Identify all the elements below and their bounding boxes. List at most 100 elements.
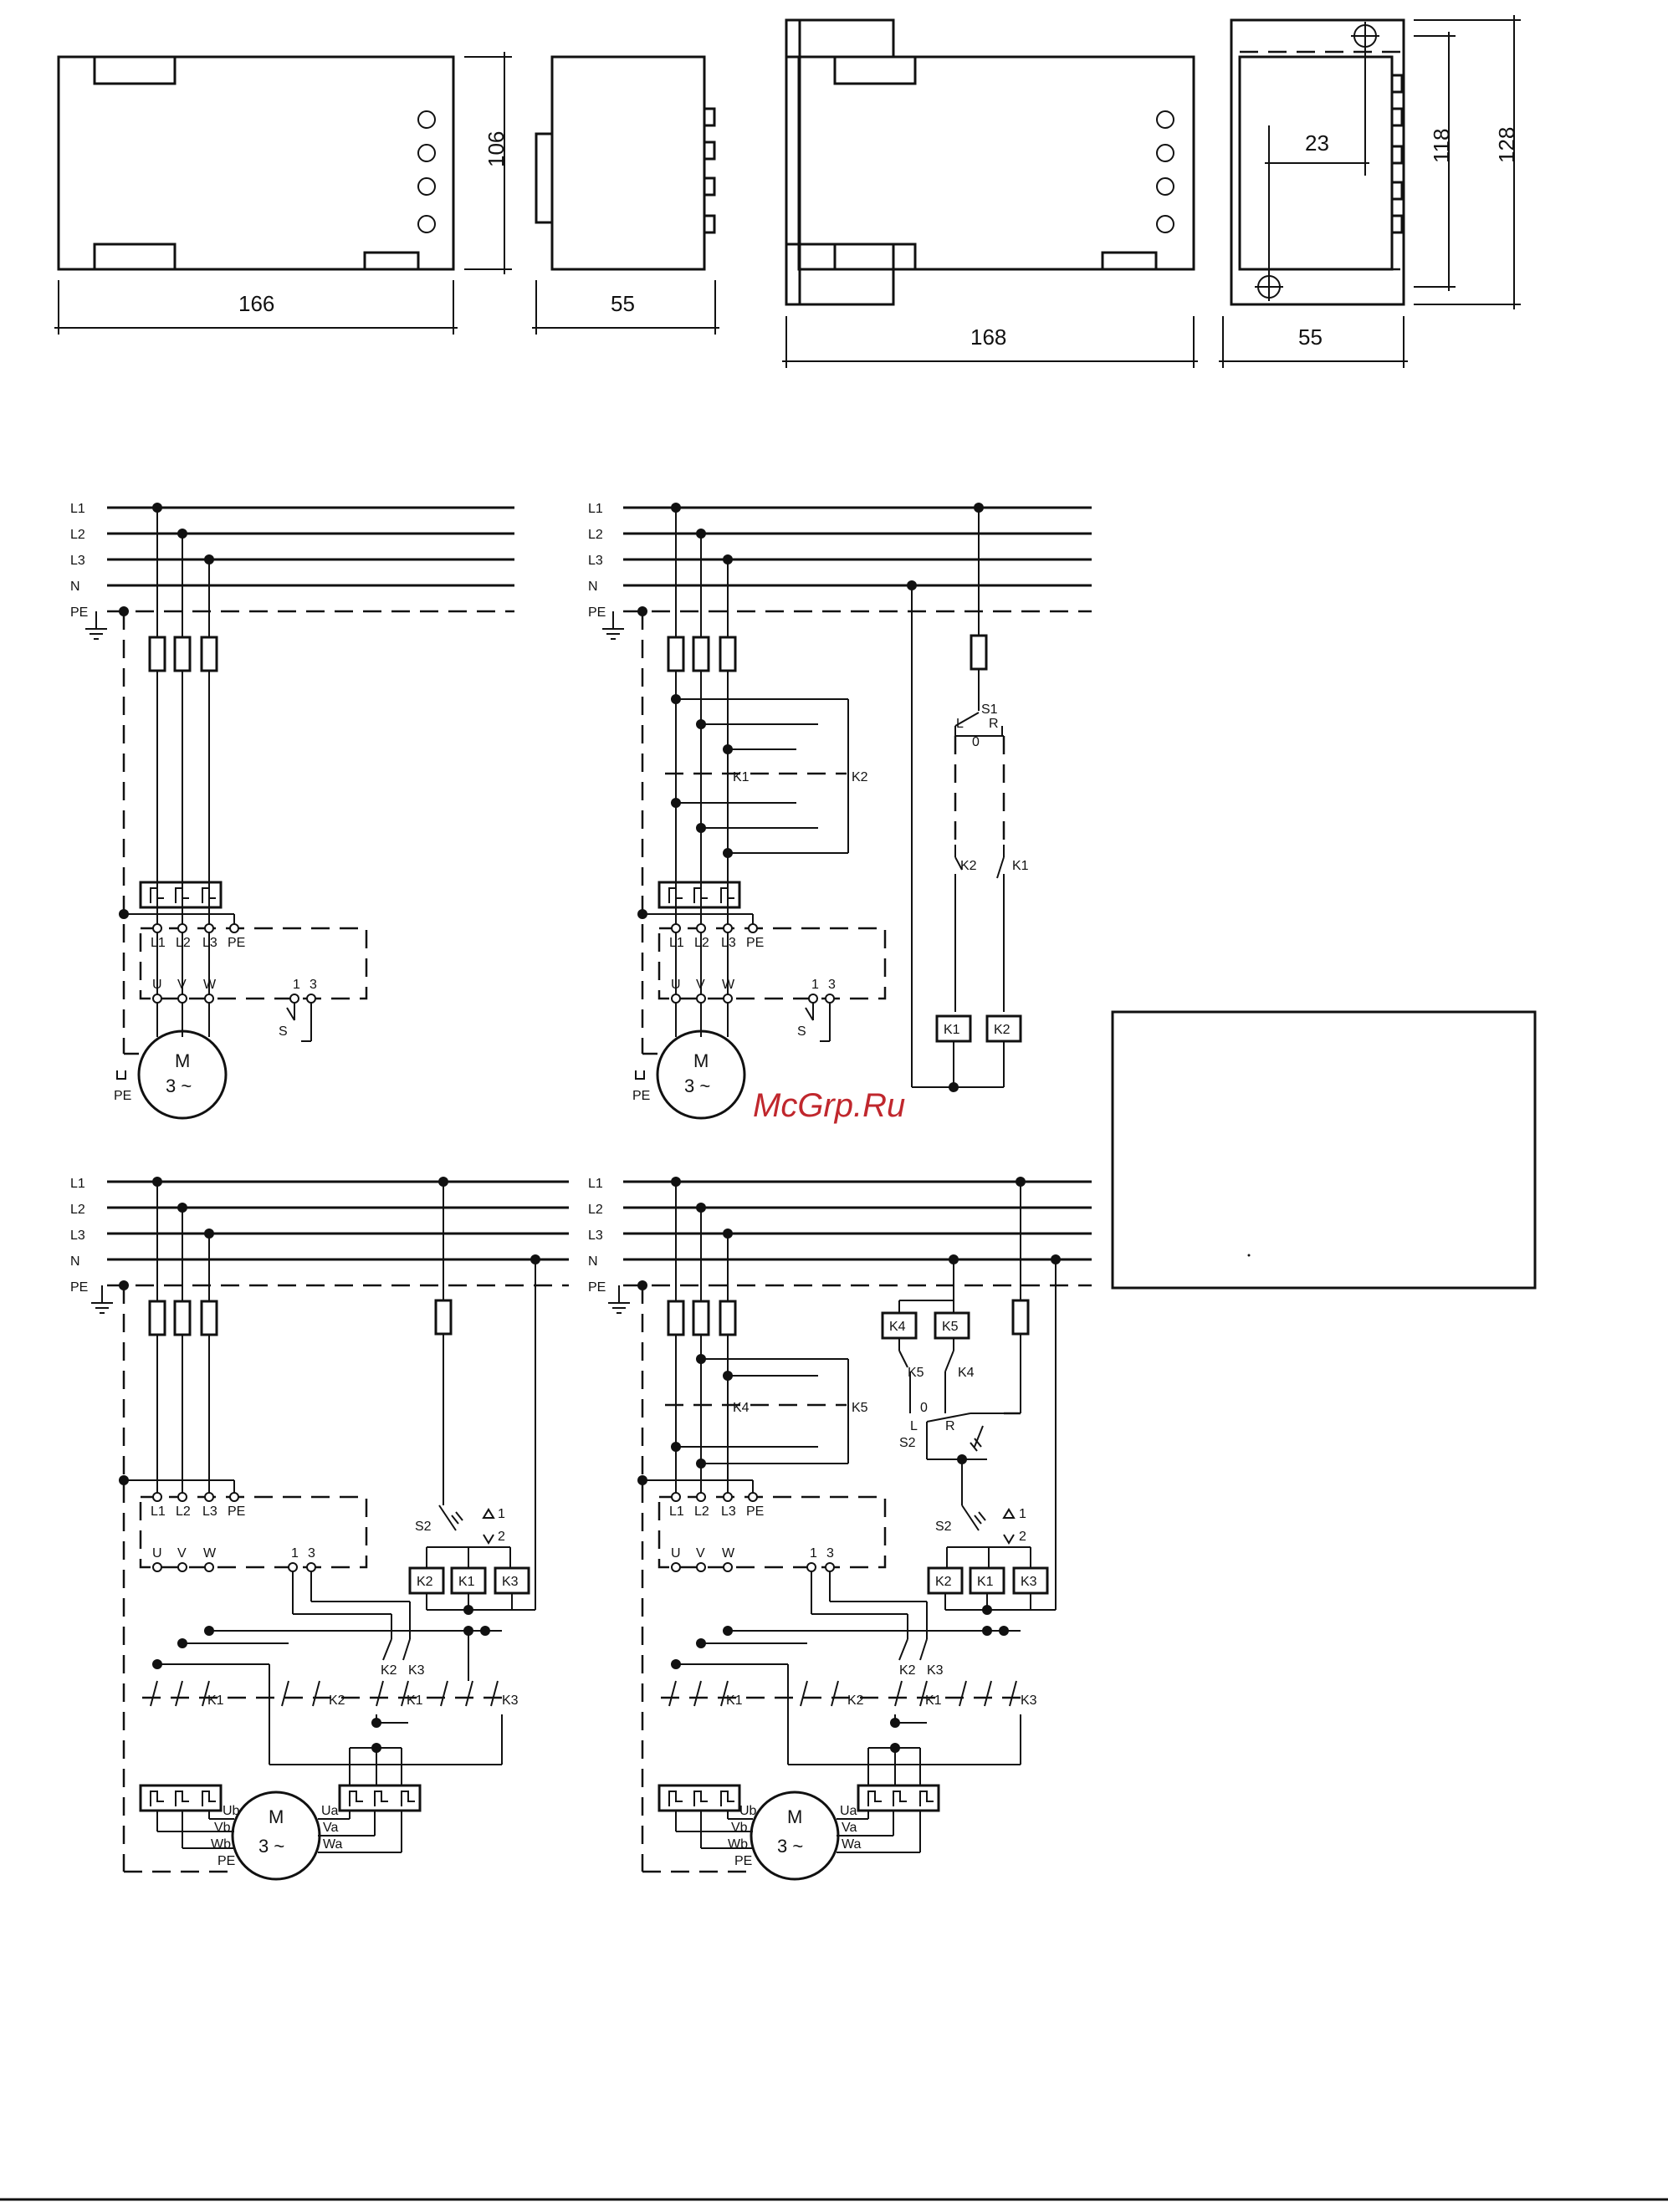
terminal-w: W [722,978,735,992]
terminal-u: U [671,978,681,992]
k3-power-label: K3 [1021,1693,1037,1708]
terminal-3: 3 [310,978,317,992]
coil-k2-label: K2 [994,1023,1011,1037]
bus-label-l2: L2 [588,528,603,542]
terminal-l3: L3 [721,1504,736,1519]
k3-interlock-label: K3 [927,1663,944,1678]
outer-height-dim: 128 [1494,127,1519,163]
coil-k1-label: K1 [944,1023,960,1037]
bus-label-l2: L2 [588,1203,603,1217]
bus-label-l3: L3 [70,1229,85,1243]
terminal-ub: Ub [739,1804,757,1818]
bus-labels-3: L1 L2 L3 N PE [70,1177,88,1295]
terminal-u: U [152,1546,162,1561]
k1-power-label: K1 [207,1693,224,1708]
coil-k5 [934,1311,970,1340]
terminal-ub: Ub [223,1804,240,1818]
k4-interlock-label: K4 [958,1366,975,1380]
front2-width-dim: 168 [970,324,1006,350]
bus-labels-4: L1 L2 L3 N PE [588,1177,606,1295]
terminal-l3: L3 [721,936,736,950]
bus-label-l2: L2 [70,528,85,542]
terminal-1: 1 [291,1546,299,1561]
bus-label-l1: L1 [588,502,603,516]
terminal-pe: PE [228,1504,245,1519]
diagram-direct-start: L1 L2 L3 N PE [70,502,514,1120]
terminal-w: W [203,1546,217,1561]
bus-label-pe: PE [588,605,606,620]
side-width-dim: 55 [611,291,635,316]
k5-interlock-label: K5 [908,1366,924,1380]
terminal-vb: Vb [731,1821,748,1835]
k1-aux-label: K1 [407,1693,423,1708]
k2-interlock-label: K2 [899,1663,916,1678]
terminal-wa: Wa [842,1837,862,1852]
terminal-1: 1 [810,1546,817,1561]
bus-label-l1: L1 [70,502,85,516]
motor-phases: 3 ~ [166,1075,192,1096]
front-view-rail: 168 [782,18,1198,368]
coil-k5-label: K5 [942,1320,959,1334]
terminal-vb: Vb [214,1821,231,1835]
bus-label-pe: PE [588,1280,606,1295]
coil-k1-label: K1 [458,1575,475,1589]
motor-phases: 3 ~ [777,1836,803,1857]
side2-width-dim: 55 [1298,324,1323,350]
terminal-1: 1 [811,978,819,992]
bus-label-l1: L1 [588,1177,603,1191]
motor-label: M [787,1806,802,1827]
k1-power-label: K1 [726,1693,743,1708]
s2-zero-label: 0 [920,1401,928,1415]
k2-interlock-label: K2 [381,1663,397,1678]
bus-labels: L1 L2 L3 N PE [70,502,88,620]
terminal-l1: L1 [669,1504,684,1519]
bus-label-n: N [70,580,80,594]
k1-interlock-label: K1 [1012,859,1029,873]
s1-right-label: R [989,717,999,731]
s2-label-b: S2 [935,1520,952,1534]
motor-label: M [175,1050,190,1071]
terminal-wa: Wa [323,1837,343,1852]
k2-power-label: K2 [852,770,868,784]
empty-frame [1111,1010,1537,1290]
terminal-u: U [671,1546,681,1561]
terminal-l3: L3 [202,936,217,950]
bus-label-l3: L3 [588,554,603,568]
coil-k3-label: K3 [502,1575,519,1589]
motor-circle [656,1029,746,1120]
coil-k2-label: K2 [417,1575,433,1589]
k1-power-label: K1 [733,770,750,784]
coil-k4-label: K4 [889,1320,906,1334]
k5-power-label: K5 [852,1401,868,1415]
bus-label-n: N [588,1254,598,1269]
bus-label-pe: PE [70,605,88,620]
k3-interlock-label: K3 [408,1663,425,1678]
terminal-va: Va [323,1821,338,1835]
switch-label: S [797,1024,806,1039]
dimension-drawings: 166 106 55 [54,15,1521,368]
motor-label: M [693,1050,709,1071]
side-view: 55 [532,55,719,335]
coil-k2 [985,1014,1022,1043]
diagram-star-delta-reversing: L1 L2 L3 N PE K4 K5 [588,1177,1092,1881]
diagram-reversing: L1 L2 L3 N PE [588,502,1092,1120]
motor-pe-label: PE [632,1089,650,1103]
terminal-l1: L1 [669,936,684,950]
s2-label: S2 [415,1520,432,1534]
diagram-star-delta: L1 L2 L3 N PE L1 L2 [70,1177,569,1881]
motor-circle [137,1029,228,1120]
motor-pe-label: PE [114,1089,131,1103]
k2-power-label: K2 [847,1693,864,1708]
front-view: 166 106 [54,52,512,335]
s2-right-label: R [945,1419,955,1433]
s1-zero-label: 0 [972,735,980,749]
s1-left-label: L [956,717,964,731]
terminal-ua: Ua [321,1804,339,1818]
bus-label-l2: L2 [70,1203,85,1217]
terminal-3: 3 [826,1546,834,1561]
motor-label: M [269,1806,284,1827]
bus-label-l1: L1 [70,1177,85,1191]
s2-pos1-label: 1 [1019,1507,1026,1521]
front-width-dim: 166 [238,291,274,316]
